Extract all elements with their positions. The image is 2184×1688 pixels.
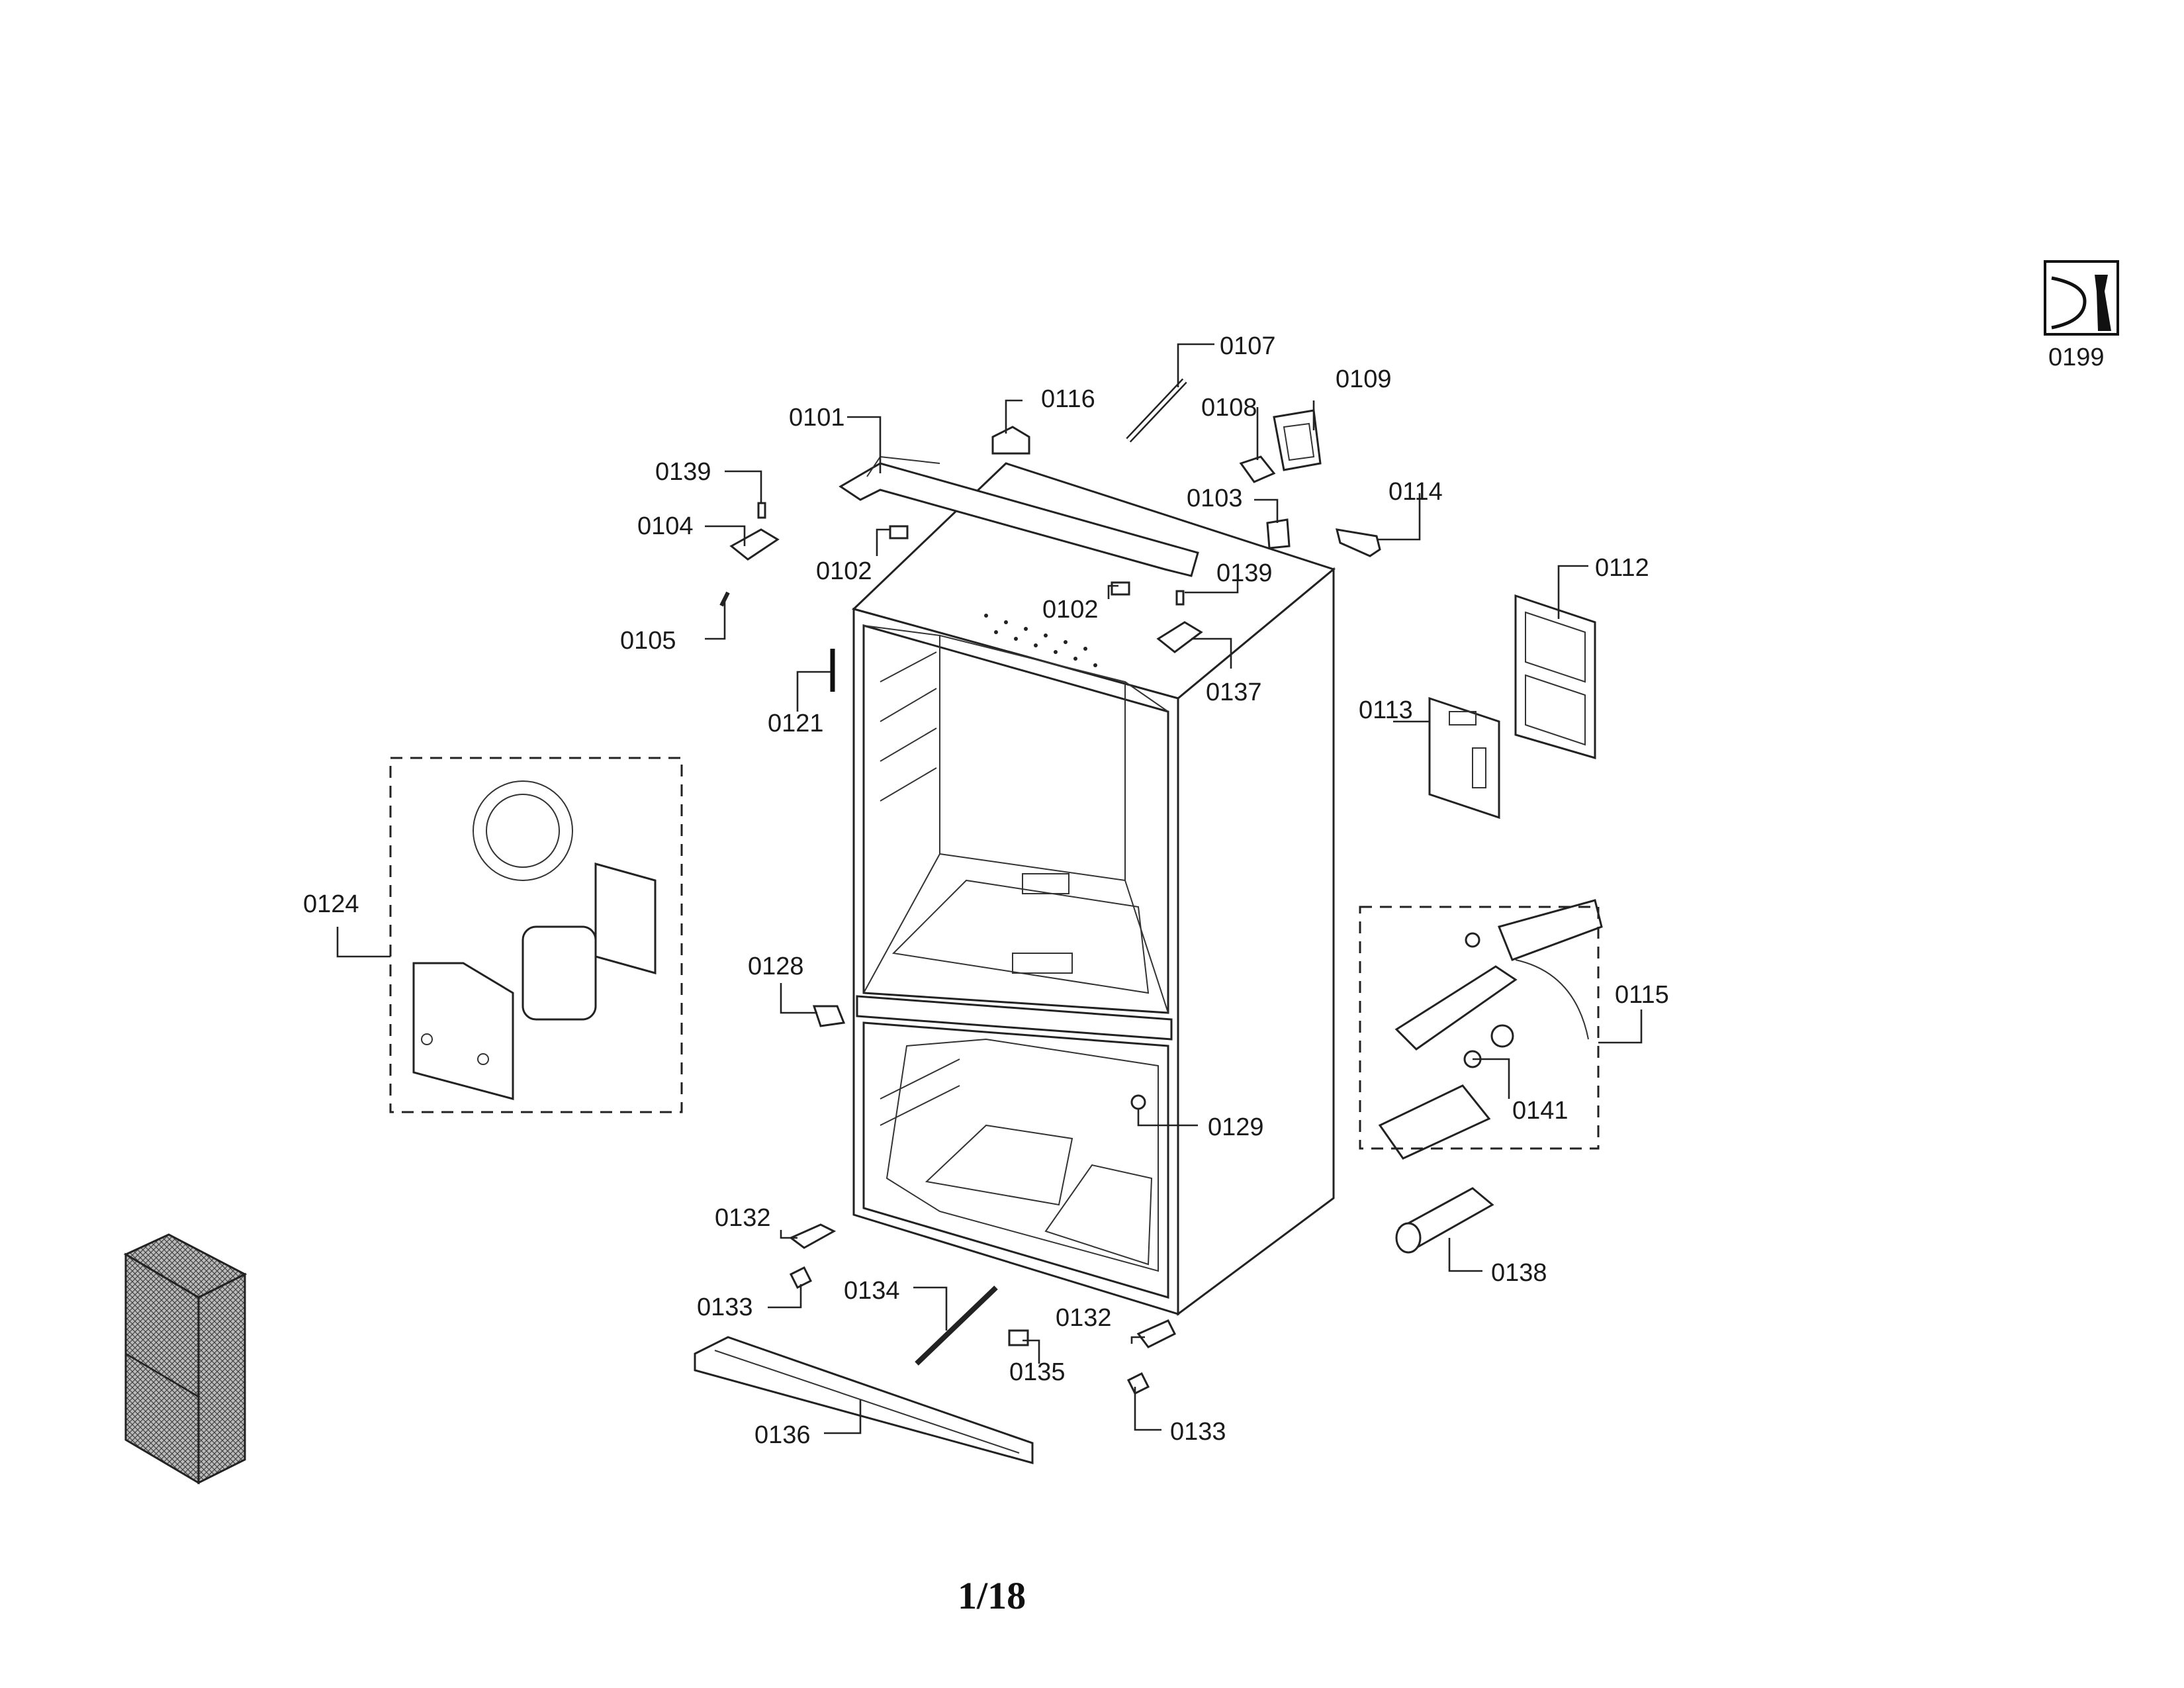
part-0109-frame [1273, 409, 1322, 471]
top-vent-dots [984, 614, 1097, 667]
part-0136-kickplate [694, 1336, 1034, 1464]
callout-0124: 0124 [303, 890, 359, 918]
part-0112-gasket [1514, 594, 1596, 759]
callout-0113: 0113 [1359, 696, 1413, 724]
part-0139-screw-left [757, 502, 766, 519]
callout-0103: 0103 [1187, 485, 1243, 512]
callout-0102: 0102 [816, 557, 872, 585]
callout-0133: 0133 [697, 1293, 753, 1321]
part-0133-foot-left [789, 1266, 813, 1289]
callout-0135: 0135 [1009, 1358, 1066, 1386]
part-0132-bracket-right [1136, 1319, 1177, 1348]
callout-0139: 0139 [655, 458, 711, 486]
callout-0116: 0116 [1041, 385, 1095, 413]
callout-0133: 0133 [1170, 1418, 1226, 1446]
part-0113-board [1428, 696, 1500, 820]
part-0104-hinge [729, 528, 780, 561]
group-box-0115 [1359, 906, 1600, 1150]
callout-0132: 0132 [1056, 1304, 1112, 1332]
callout-0121: 0121 [768, 710, 824, 737]
leader-lines [336, 343, 1643, 1434]
part-0101-top-cover [839, 462, 1199, 577]
icon-code-0199: 0199 [2048, 344, 2105, 371]
callout-labels: 0101 0102 0102 0103 0104 0105 0107 0108 … [303, 332, 1669, 1449]
part-0129-knob [1130, 1094, 1146, 1110]
part-0134-bar [915, 1286, 998, 1366]
callout-0101: 0101 [789, 404, 845, 432]
callout-0139: 0139 [1216, 559, 1273, 587]
part-0132-bracket-left [789, 1223, 837, 1249]
callout-0115: 0115 [1615, 981, 1669, 1009]
page-number: 1/18 [958, 1574, 1026, 1617]
part-0133-foot-right [1126, 1372, 1150, 1395]
callout-0104: 0104 [637, 512, 694, 540]
callout-0105: 0105 [620, 627, 676, 655]
callout-0128: 0128 [748, 953, 804, 980]
repair-manual-icon: 0199 [2044, 260, 2119, 371]
part-0115-assembly [1378, 899, 1603, 1160]
part-0128-latch [812, 1005, 846, 1027]
callout-0141: 0141 [1512, 1097, 1569, 1125]
callout-0112: 0112 [1595, 554, 1649, 582]
part-0102-block-a [889, 525, 909, 539]
refrigerator-cabinet [852, 462, 1336, 1316]
part-0138-filter [1395, 1187, 1494, 1254]
mesh-box-illustration [123, 1233, 248, 1485]
group-box-0124 [389, 757, 683, 1113]
callout-0107: 0107 [1220, 332, 1276, 360]
callout-0137: 0137 [1206, 679, 1262, 706]
callout-0134: 0134 [844, 1277, 900, 1305]
callout-0132: 0132 [715, 1204, 771, 1232]
callout-0136: 0136 [754, 1421, 811, 1449]
callout-0108: 0108 [1201, 394, 1257, 422]
callout-0129: 0129 [1208, 1113, 1264, 1141]
part-0124-assembly [412, 780, 657, 1100]
part-0108-part [1239, 455, 1276, 483]
callout-0114: 0114 [1388, 478, 1443, 506]
part-0114-bracket [1335, 528, 1381, 557]
callout-0109: 0109 [1336, 365, 1392, 393]
part-0135-clip [1008, 1329, 1029, 1346]
part-0137-hinge [1156, 621, 1203, 653]
part-0102-block-b [1111, 581, 1130, 596]
callout-0102: 0102 [1042, 596, 1099, 624]
part-0139-screw-right [1175, 590, 1185, 606]
part-0116-bracket [991, 426, 1030, 455]
callout-0138: 0138 [1491, 1259, 1547, 1287]
part-0103-clip [1266, 518, 1291, 549]
